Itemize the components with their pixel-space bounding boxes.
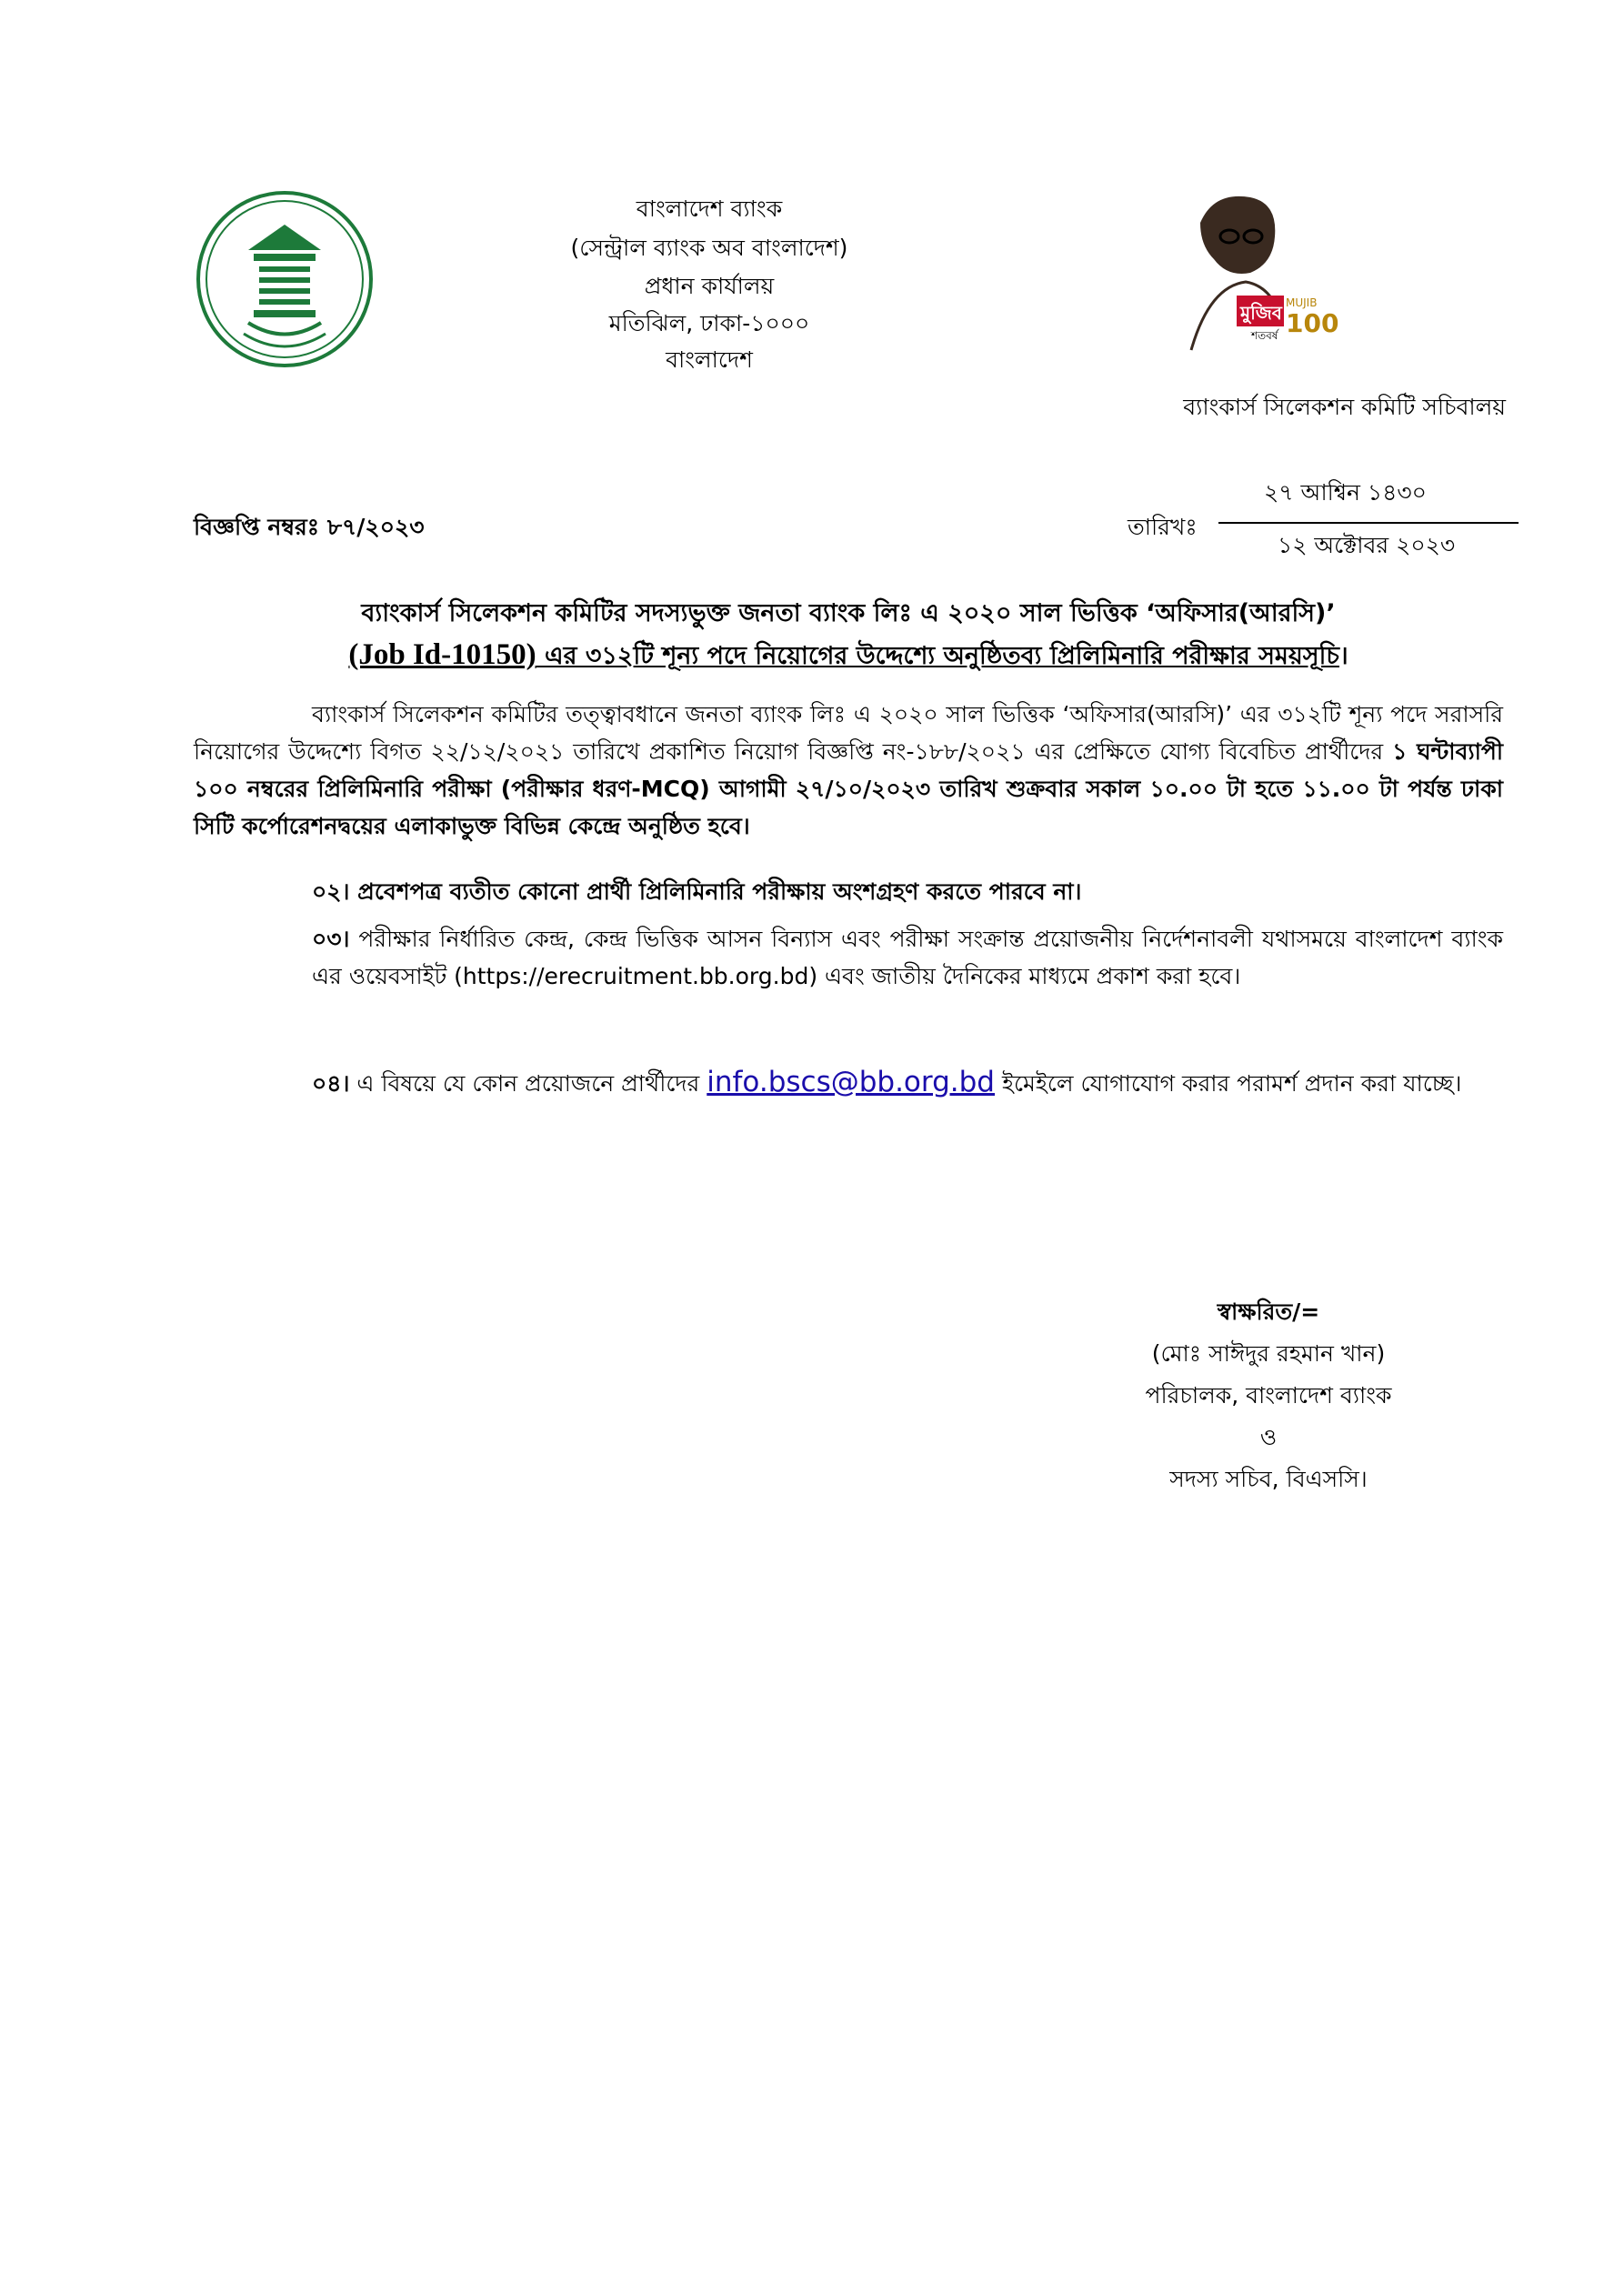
title-rest: এর ৩১২টি শূন্য পদে নিয়োগের উদ্দেশ্যে অন… bbox=[536, 642, 1339, 670]
paragraph-3-text: পরীক্ষার নির্ধারিত কেন্দ্র, কেন্দ্র ভিত্… bbox=[312, 926, 1503, 989]
date-divider bbox=[1218, 522, 1519, 524]
signature-and: ও bbox=[1259, 1424, 1278, 1450]
header-line-3: প্রধান কার্যালয় bbox=[644, 273, 775, 299]
svg-text:100: 100 bbox=[1286, 308, 1338, 338]
notice-title-line-2: (Job Id-10150) এর ৩১২টি শূন্য পদে নিয়োগ… bbox=[194, 637, 1503, 675]
paragraph-2: ০২। প্রবেশপত্র ব্যতীত কোনো প্রার্থী প্রি… bbox=[312, 878, 1082, 905]
signature-signed: স্বাক্ষরিত/= bbox=[1217, 1298, 1320, 1325]
date-bengali: ২৭ আশ্বিন ১৪৩০ bbox=[1264, 479, 1427, 506]
paragraph-1-text: ব্যাংকার্স সিলেকশন কমিটির তত্ত্বাবধানে জ… bbox=[194, 701, 1503, 765]
notice-number: বিজ্ঞপ্তি নম্বরঃ ৮৭/২০২৩ bbox=[194, 514, 425, 540]
job-id: (Job Id-10150) bbox=[348, 638, 536, 671]
paragraph-4-text-before: এ বিষয়ে যে কোন প্রয়োজনে প্রার্থীদের bbox=[349, 1070, 707, 1097]
svg-text:মুজিব: মুজিব bbox=[1239, 302, 1283, 325]
header-line-2: (সেন্ট্রাল ব্যাংক অব বাংলাদেশ) bbox=[570, 235, 848, 261]
date-english: ১২ অক্টোবর ২০২৩ bbox=[1278, 532, 1456, 558]
date-label: তারিখঃ bbox=[1128, 514, 1198, 540]
paragraph-1-bold: ১ ঘন্টাব্যাপী ১০০ নম্বরের প্রিলিমিনারি প… bbox=[194, 738, 1503, 839]
paragraph-4-number: ০৪। bbox=[312, 1070, 350, 1097]
signature-role: সদস্য সচিব, বিএসসি। bbox=[1169, 1466, 1368, 1492]
signature-name: (মোঃ সাঈদুর রহমান খান) bbox=[1151, 1340, 1386, 1367]
notice-title-line-1: ব্যাংকার্স সিলেকশন কমিটির সদস্যভুক্ত জনত… bbox=[361, 599, 1336, 627]
svg-text:MUJIB: MUJIB bbox=[1286, 296, 1317, 309]
paragraph-4-text-after: ইমেইলে যোগাযোগ করার পরামর্শ প্রদান করা য… bbox=[995, 1070, 1462, 1097]
header-line-5: বাংলাদেশ bbox=[666, 346, 753, 373]
title-end: । bbox=[1338, 642, 1348, 670]
paragraph-4: ০৪। এ বিষয়ে যে কোন প্রয়োজনে প্রার্থীদে… bbox=[194, 1064, 1503, 1102]
signature-designation: পরিচালক, বাংলাদেশ ব্যাংক bbox=[1145, 1382, 1392, 1409]
header-line-1: বাংলাদেশ ব্যাংক bbox=[636, 196, 783, 222]
bangladesh-bank-logo bbox=[194, 186, 376, 373]
svg-text:শতবর্ষ: শতবর্ষ bbox=[1250, 329, 1280, 342]
paragraph-1: ব্যাংকার্স সিলেকশন কমিটির তত্ত্বাবধানে জ… bbox=[194, 696, 1503, 845]
secretariat-label: ব্যাংকার্স সিলেকশন কমিটি সচিবালয় bbox=[1183, 394, 1506, 420]
paragraph-3: ০৩। পরীক্ষার নির্ধারিত কেন্দ্র, কেন্দ্র … bbox=[194, 920, 1503, 995]
contact-email-link[interactable]: info.bscs@bb.org.bd bbox=[707, 1066, 995, 1098]
header-line-4: মতিঝিল, ঢাকা-১০০০ bbox=[608, 310, 810, 336]
mujib-100-logo: মুজিব MUJIB 100 শতবর্ষ bbox=[1173, 186, 1338, 359]
paragraph-3-number: ০৩। bbox=[312, 926, 350, 952]
